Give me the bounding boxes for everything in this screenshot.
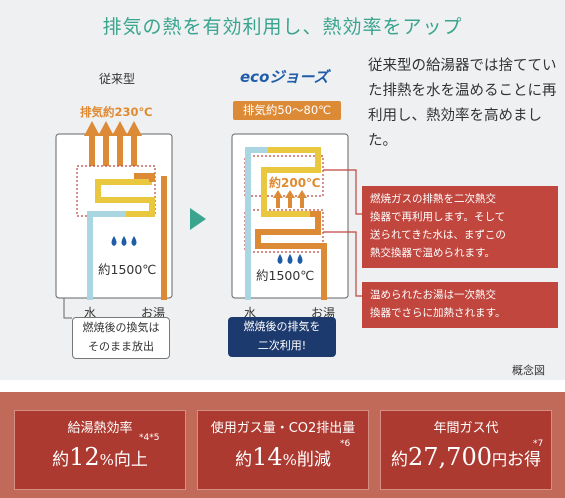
caption-concept: 概念図 — [512, 364, 545, 377]
conventional-note: 燃焼後の換気は そのまま放出 — [72, 317, 170, 359]
callout-2-line: 温められたお湯は一次熱交 — [370, 289, 496, 301]
conventional-water-pipe — [87, 211, 126, 300]
description-text: 従来型の給湯器では捨てていた排熱を水を温めることに再利用し、熱効率を高めました。 — [368, 58, 557, 149]
eco-note-line1: 燃焼後の排気を — [243, 320, 321, 333]
callout-1-line: 換器で再利用します。そして — [370, 211, 506, 223]
heater-diagrams — [55, 121, 362, 319]
conventional-note-line1: 燃焼後の換気は — [82, 321, 160, 334]
stat-label: 年間ガス代 — [433, 421, 499, 436]
eco-water-pipe — [245, 147, 268, 300]
conventional-note-line2: そのまま放出 — [88, 340, 154, 353]
eco-water-label: 水 — [244, 306, 257, 320]
stat-card-efficiency: 給湯熱効率 *4*5 約12%向上 — [14, 410, 186, 490]
conventional-exhaust-temp: 排気約230℃ — [80, 105, 153, 119]
up-arrow-icon — [84, 121, 142, 166]
stat-value: 約14%削減 — [235, 443, 331, 471]
callout-1-line: 送られてきた水は、まずこの — [370, 229, 506, 241]
callout-primary-exchanger: 温められたお湯は一次熱交 換器でさらに加熱されます。 — [362, 282, 558, 328]
conventional-label: 従来型 — [99, 72, 136, 86]
eco-hot-pipe — [318, 243, 327, 300]
stat-label: 使用ガス量・CO2排出量 — [210, 421, 356, 436]
stat-footnote: *4*5 — [139, 433, 160, 443]
eco-note: 燃焼後の排気を 二次利用! — [228, 317, 336, 357]
conventional-hot-water-label: お湯 — [141, 306, 166, 320]
conventional-flame-temp: 約1500℃ — [98, 262, 157, 277]
eco-hot-water-label: お湯 — [311, 306, 336, 320]
droplet-icon — [111, 236, 137, 246]
stat-label: 給湯熱効率 — [67, 421, 133, 436]
right-triangle-icon — [190, 208, 206, 230]
eco-note-line2: 二次利用! — [257, 339, 307, 352]
droplet-icon — [277, 254, 303, 264]
eco-exhaust-temp: 排気約50〜80℃ — [233, 101, 341, 120]
stat-card-gas-cost: 年間ガス代 *7 約27,700円お得 — [380, 410, 552, 490]
up-arrow-icon — [273, 190, 307, 208]
stat-value: 約12%向上 — [52, 443, 148, 471]
callout-1-line: 燃焼ガスの排熱を二次熱交 — [370, 193, 496, 205]
eco-jozu-logo: ecoジョーズ — [240, 68, 329, 86]
stat-footnote: *6 — [340, 439, 351, 449]
page-title: 排気の熱を有効利用し、熱効率をアップ — [102, 16, 463, 38]
stat-footnote: *7 — [533, 439, 544, 449]
stat-value: 約27,700円お得 — [391, 443, 541, 471]
stat-card-gas-co2: 使用ガス量・CO2排出量 *6 約14%削減 — [197, 410, 369, 490]
callout-2-line: 換器でさらに加熱されます。 — [370, 307, 506, 319]
callout-secondary-exchanger: 燃焼ガスの排熱を二次熱交 換器で再利用します。そして 送られてきた水は、まずこの… — [362, 186, 558, 268]
eco-flame-temp: 約1500℃ — [256, 268, 315, 283]
conventional-water-label: 水 — [84, 306, 97, 320]
callout-1-line: 熱交換器で温められます。 — [370, 247, 495, 259]
eco-secondary-temp: 約200℃ — [269, 176, 321, 190]
